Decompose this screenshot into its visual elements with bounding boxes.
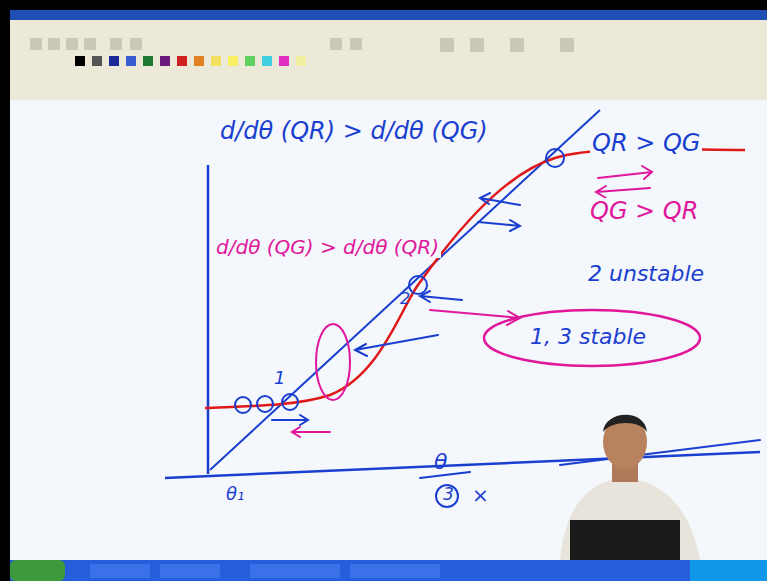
handwritten-label: 3 <box>441 485 456 504</box>
handwritten-label: QG > QR <box>588 198 700 224</box>
handwritten-label: θ₁ <box>224 484 246 504</box>
handwritten-label: 2 <box>398 290 412 308</box>
handwritten-label: θ <box>432 450 449 474</box>
handwritten-label: 2 unstable <box>586 262 706 286</box>
handwritten-label: × <box>470 484 491 506</box>
handwritten-label: 1 <box>272 368 287 388</box>
handwritten-label: d/dθ (QR) > d/dθ (QG) <box>218 118 490 144</box>
handwritten-label: 1, 3 stable <box>528 325 648 349</box>
handwritten-label: d/dθ (QG) > d/dθ (QR) <box>214 236 441 258</box>
handwritten-label: QR > QG <box>590 130 702 156</box>
